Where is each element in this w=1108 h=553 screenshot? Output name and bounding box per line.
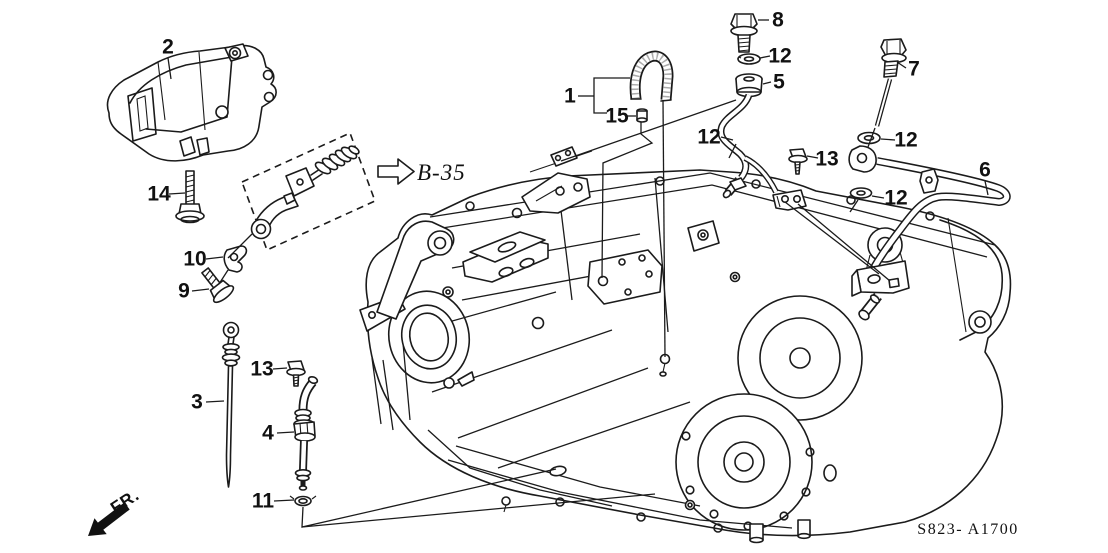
washer-part-12-top [737,53,761,65]
callout-leader-12 [880,138,896,141]
callout-leader-12 [871,195,885,199]
fr-arrow-icon [88,502,130,536]
pipe-bracket-part-2 [106,43,277,162]
clip-part-15 [636,108,648,123]
b35-reference: B-35 [377,158,466,185]
atf-hose-part-1 [629,50,674,102]
callout-leader-5 [762,81,772,85]
control-lever-reference-box [240,131,377,252]
assembly-line-bracket5-to-bracket6a [784,201,880,275]
callout-leader-9 [191,288,210,292]
callout-label-14-17: 14 [147,183,171,206]
callout-leader-13 [272,367,288,370]
clip-part-11 [289,495,317,507]
callout-leader-2 [167,57,172,80]
joint-pipe-part-4 [293,375,319,491]
callout-label-4-3: 4 [262,422,274,445]
callout-leader-10 [205,256,224,260]
assembly-line-washer12b-axis [728,143,737,159]
callout-label-7-6: 7 [908,58,920,81]
atf-pipe-part-5 [717,73,807,211]
callout-leader-4 [276,431,295,434]
leader-lines [167,19,989,528]
assembly-line-clip15-to-port [601,122,654,279]
b35-ref-label: B-35 [417,160,466,185]
callout-leader-13 [806,155,819,159]
callout-leader-6 [984,180,989,196]
callout-leader-3 [205,400,225,403]
assembly-line-clip11-to-case-b [301,493,656,528]
callout-label-12-11: 12 [768,45,791,68]
callout-label-11-10: 11 [252,490,275,513]
diagram-code: S823- A1700 [917,521,1018,538]
transmission-case-drawing [359,146,1012,544]
bolt-part-14 [175,170,205,224]
bolt-part-9 [201,267,235,304]
callout-label-8-7: 8 [772,9,784,32]
assembly-line-bolt7-axis [867,127,876,148]
callout-label-1-0: 1 [564,85,576,108]
callout-label-15-18: 15 [605,105,629,128]
fr-direction-indicator: FR. [88,485,143,536]
callout-label-3-2: 3 [191,391,203,414]
callout-leader-12 [720,136,734,141]
callout-label-2-1: 2 [162,36,174,59]
assembly-line-bolt9-to-stay10 [218,269,229,285]
callout-label-12-13: 12 [894,129,917,152]
callout-label-6-5: 6 [979,159,991,182]
bolt-part-8 [730,13,758,53]
dipstick-part-3 [221,321,241,488]
b35-arrow-icon [377,158,415,185]
washer-part-12-right-upper [857,131,881,145]
callout-leader-14 [168,192,186,195]
assembly-line-clip11-to-case-a [301,468,557,528]
callout-label-5-4: 5 [773,71,785,94]
stay-part-10 [223,245,248,273]
washer-part-12-right-lower [849,187,873,199]
control-lever-sketch [250,145,360,240]
bolt-part-13-left [286,360,306,387]
assembly-line-hose1-to-stub [662,99,666,358]
callout-leader-12 [759,55,771,59]
callout-label-13-16: 13 [250,358,273,381]
atf-pipe-part-6 [848,145,1011,321]
callout-label-12-12: 12 [697,126,720,149]
assembly-line-lever-to-stay10 [227,233,253,259]
callout-label-9-8: 9 [178,280,190,303]
assembly-line-washer12d-axis [849,199,859,213]
callout-label-12-14: 12 [884,187,907,210]
bolt-part-13-right [788,148,808,175]
callout-label-10-9: 10 [183,248,206,271]
callout-label-13-15: 13 [815,148,838,171]
assembly-line-pipe5-to-clamp [560,99,737,162]
bolt-part-7 [874,38,907,127]
callout-leader-7 [896,61,907,69]
callout-leader-11 [273,499,295,502]
assembly-line-bracket5-to-bracket6b [797,203,891,282]
